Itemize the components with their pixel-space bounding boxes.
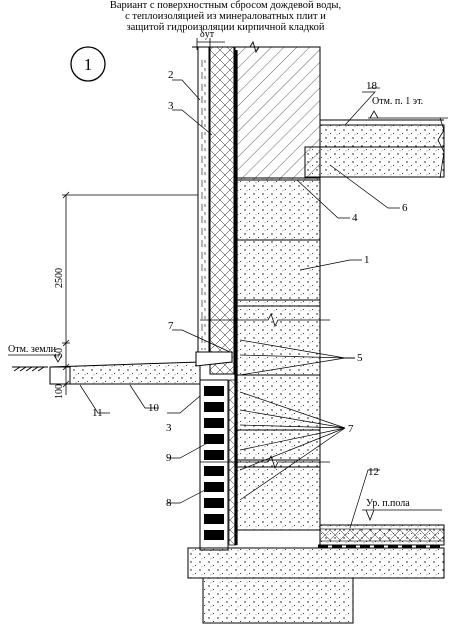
callout-5: 5 xyxy=(357,352,363,364)
dim-100: 100 xyxy=(54,384,65,399)
callout-10: 10 xyxy=(148,402,160,414)
dim-50: 50 xyxy=(54,348,65,358)
vertical-dimensions xyxy=(62,191,198,395)
callout-6: 6 xyxy=(402,202,408,214)
title-line-1: Вариант с поверхностным сбросом дождевой… xyxy=(109,0,342,11)
callout-3-lower: 3 xyxy=(166,422,172,434)
blind-area xyxy=(49,351,233,385)
callout-9: 9 xyxy=(166,452,172,464)
title-line-2: с теплоизоляцией из минераловатных плит … xyxy=(125,11,326,22)
insulation-layer xyxy=(209,46,235,375)
level-floor-label: Ур. п.пола xyxy=(366,498,410,509)
insulation-thickness-label: δут xyxy=(200,29,215,40)
dim-2500: 2500 xyxy=(54,268,65,288)
callout-3-top: 3 xyxy=(168,100,174,112)
callout-7-upper: 7 xyxy=(168,320,174,332)
callout-4: 4 xyxy=(352,212,358,224)
first-floor-slab xyxy=(304,117,445,179)
callout-8: 8 xyxy=(166,497,172,509)
level-floor: Ур. п.пола xyxy=(362,498,442,522)
level-ground: Отм. земли xyxy=(8,344,63,363)
callout-18: 18 xyxy=(366,80,378,92)
detail-marker: 1 xyxy=(70,46,106,82)
level-first-floor: Отм. п. 1 эт. xyxy=(368,96,448,119)
callout-11: 11 xyxy=(92,407,103,419)
callout-7-lower: 7 xyxy=(348,423,354,435)
title-line-3: защитой гидроизоляции кирпичной кладкой xyxy=(126,22,325,33)
callout-12: 12 xyxy=(368,466,379,478)
facade-cladding xyxy=(197,46,210,353)
break-line-top xyxy=(192,40,320,54)
insulation-thickness-dim: δут xyxy=(196,29,225,50)
detail-number: 1 xyxy=(84,55,93,74)
break-line-mid xyxy=(200,312,330,470)
drawing-title: Вариант с поверхностным сбросом дождевой… xyxy=(0,0,451,33)
protective-brickwork xyxy=(199,379,237,551)
block-wall xyxy=(236,177,321,531)
ground-line xyxy=(12,366,48,372)
ground-floor-slab xyxy=(318,524,445,548)
level-ground-label: Отм. земли xyxy=(8,344,57,355)
callout-1: 1 xyxy=(364,254,370,266)
level-first-floor-label: Отм. п. 1 эт. xyxy=(372,96,423,107)
foundation xyxy=(187,547,445,624)
callout-leaders xyxy=(79,79,400,529)
callout-leaders-7 xyxy=(239,391,346,501)
callout-2: 2 xyxy=(168,69,174,81)
